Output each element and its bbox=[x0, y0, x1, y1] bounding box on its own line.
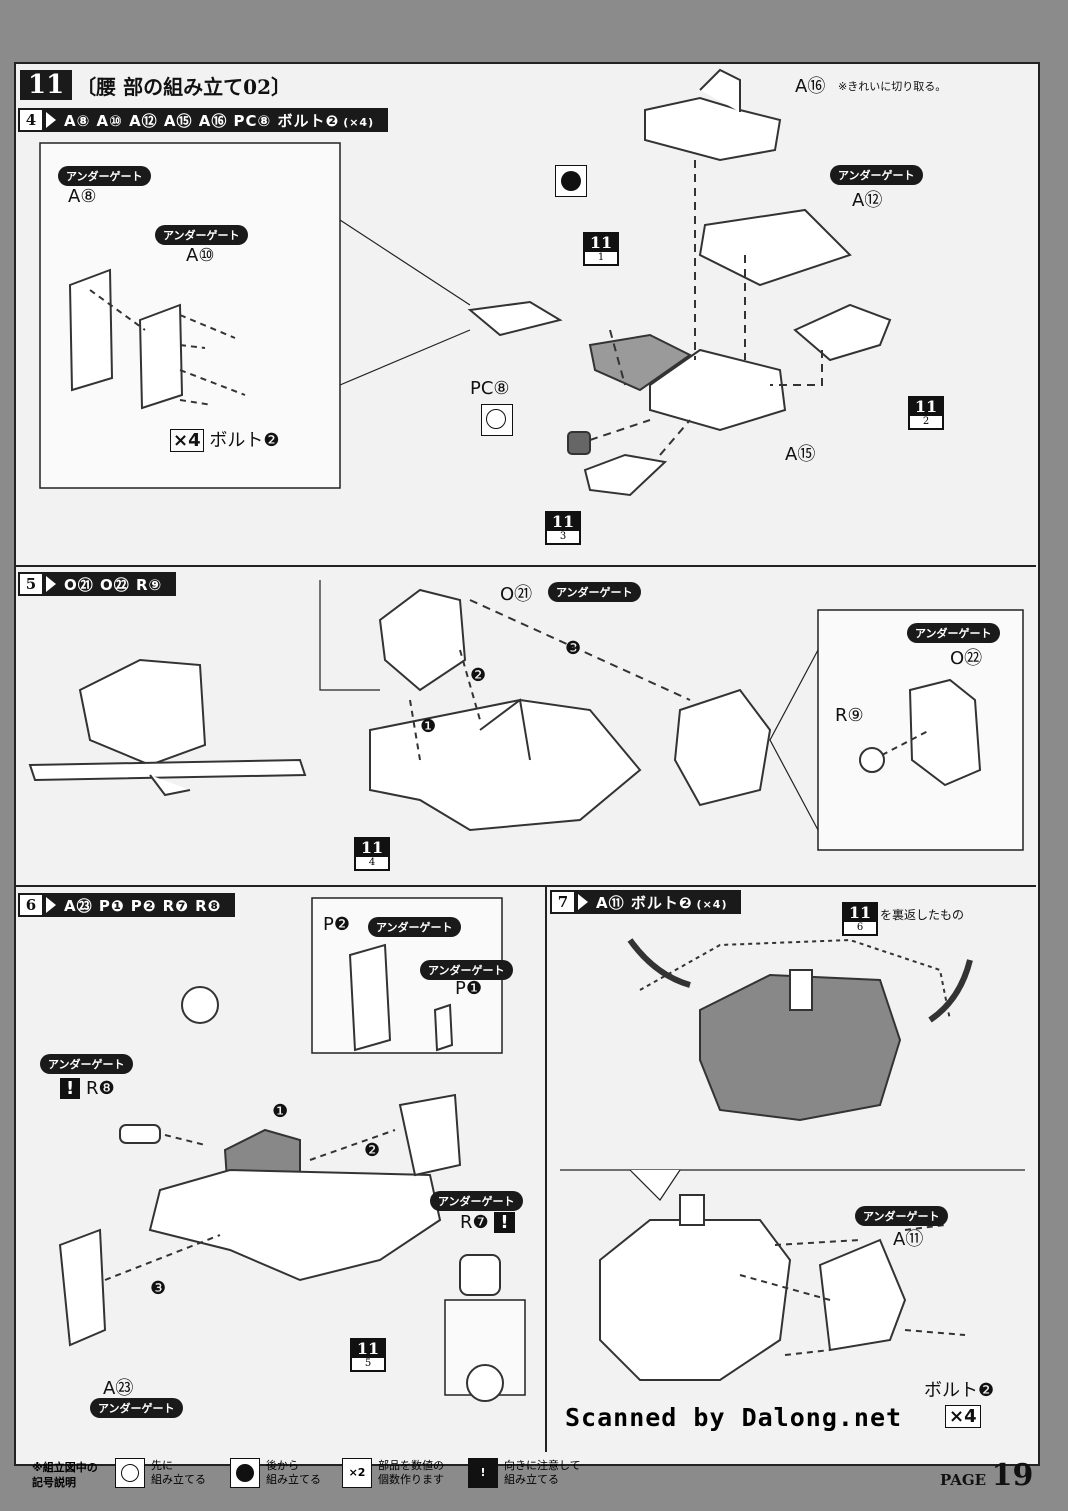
caution-icon: ! bbox=[468, 1458, 498, 1488]
part-label-a23: A㉓ bbox=[103, 1378, 134, 1399]
step-4-bar: 4 A⑧ A⑩ A⑫ A⑮ A⑯ PC⑧ ボルト❷(×4) bbox=[18, 108, 389, 132]
bolt-label: ボルト❷ bbox=[924, 1380, 995, 1401]
under-gate-tag: アンダーゲート bbox=[40, 1054, 133, 1074]
assemble-later-icon bbox=[555, 165, 587, 197]
part-label-o22: O㉒ bbox=[950, 648, 983, 669]
step-arrow-icon bbox=[46, 112, 56, 128]
step-arrow-icon bbox=[46, 897, 56, 913]
under-gate-tag: アンダーゲート bbox=[90, 1398, 183, 1418]
part-label-a8: A⑧ bbox=[68, 186, 97, 207]
under-gate-tag: アンダーゲート bbox=[58, 166, 151, 186]
seq-3: ❸ bbox=[565, 638, 582, 659]
step-parts: A⑪ ボルト❷(×4) bbox=[596, 893, 728, 912]
legend-multiply: ×2 部品を数値の個数作ります bbox=[342, 1455, 444, 1491]
assemble-first-icon bbox=[115, 1458, 145, 1488]
step-7-bar: 7 A⑪ ボルト❷(×4) bbox=[550, 890, 742, 914]
part-label-r9: R⑨ bbox=[835, 705, 864, 726]
legend-assemble-first: 先に組み立てる bbox=[115, 1455, 206, 1491]
step-number: 5 bbox=[20, 574, 42, 594]
step-number: 4 bbox=[20, 110, 42, 130]
step-arrow-icon bbox=[578, 894, 588, 910]
caution-icon: ! bbox=[494, 1212, 515, 1233]
scan-credit: Scanned by Dalong.net bbox=[565, 1403, 903, 1432]
step-parts: A㉓ P❶ P❷ R❼ R❽ bbox=[64, 896, 222, 915]
under-gate-tag: アンダーゲート bbox=[855, 1206, 948, 1226]
part-label-a12: A⑫ bbox=[852, 190, 883, 211]
step-number: 7 bbox=[552, 892, 574, 912]
section-header: 11 〔腰 部の組み立て02〕 bbox=[20, 70, 291, 100]
flip-note: を裏返したもの bbox=[880, 908, 965, 922]
under-gate-tag: アンダーゲート bbox=[830, 165, 923, 185]
under-gate-tag: アンダーゲート bbox=[155, 225, 248, 245]
legend-caution: ! 向きに注意して組み立てる bbox=[468, 1455, 581, 1491]
divider-step5-6 bbox=[16, 885, 1036, 887]
part-label-a10: A⑩ bbox=[186, 245, 215, 266]
step-6-bar: 6 A㉓ P❶ P❷ R❼ R❽ bbox=[18, 893, 236, 917]
seq-1: ❶ bbox=[272, 1101, 289, 1122]
step-parts: O㉑ O㉒ R⑨ bbox=[64, 575, 163, 594]
divider-step4-5 bbox=[16, 565, 1036, 567]
part-label-pc8: PC⑧ bbox=[470, 378, 510, 399]
x2-icon: ×2 bbox=[342, 1458, 372, 1488]
legend-title: ※組立図中の記号説明 bbox=[32, 1461, 98, 1489]
a16-note: ※きれいに切り取る。 bbox=[838, 80, 947, 93]
part-label-p2: P❷ bbox=[323, 914, 350, 935]
assemble-later-icon bbox=[230, 1458, 260, 1488]
legend-assemble-later: 後から組み立てる bbox=[230, 1455, 321, 1491]
seq-2: ❷ bbox=[364, 1140, 381, 1161]
step-arrow-icon bbox=[46, 576, 56, 592]
part-label-a11: A⑪ bbox=[893, 1229, 924, 1250]
page-number: PAGE 19 bbox=[940, 1458, 1034, 1493]
seq-1: ❶ bbox=[420, 716, 437, 737]
x4-mult: ×4 bbox=[945, 1405, 981, 1428]
assemble-first-icon bbox=[481, 404, 513, 436]
part-label-o21: O㉑ bbox=[500, 584, 533, 605]
under-gate-tag: アンダーゲート bbox=[548, 582, 641, 602]
under-gate-tag: アンダーゲート bbox=[420, 960, 513, 980]
part-label-a15: A⑮ bbox=[785, 444, 816, 465]
caution-r7: R❼ ! bbox=[460, 1212, 515, 1233]
bolt-x4-label: ×4 ボルト❷ bbox=[170, 426, 279, 452]
section-title: 〔腰 部の組み立て02〕 bbox=[76, 74, 291, 99]
seq-3: ❸ bbox=[150, 1278, 167, 1299]
section-number: 11 bbox=[20, 70, 73, 100]
divider-step6-7 bbox=[545, 887, 547, 1452]
caution-icon: ! bbox=[60, 1078, 81, 1099]
step-5-bar: 5 O㉑ O㉒ R⑨ bbox=[18, 572, 177, 596]
step-number: 6 bbox=[20, 895, 42, 915]
seq-2: ❷ bbox=[470, 665, 487, 686]
under-gate-tag: アンダーゲート bbox=[368, 917, 461, 937]
part-label-a16: A⑯ bbox=[795, 76, 826, 97]
step-parts: A⑧ A⑩ A⑫ A⑮ A⑯ PC⑧ ボルト❷(×4) bbox=[64, 111, 375, 130]
caution-r8: ! R❽ bbox=[60, 1078, 115, 1099]
under-gate-tag: アンダーゲート bbox=[430, 1191, 523, 1211]
under-gate-tag: アンダーゲート bbox=[907, 623, 1000, 643]
part-label-p1: P❶ bbox=[455, 978, 482, 999]
